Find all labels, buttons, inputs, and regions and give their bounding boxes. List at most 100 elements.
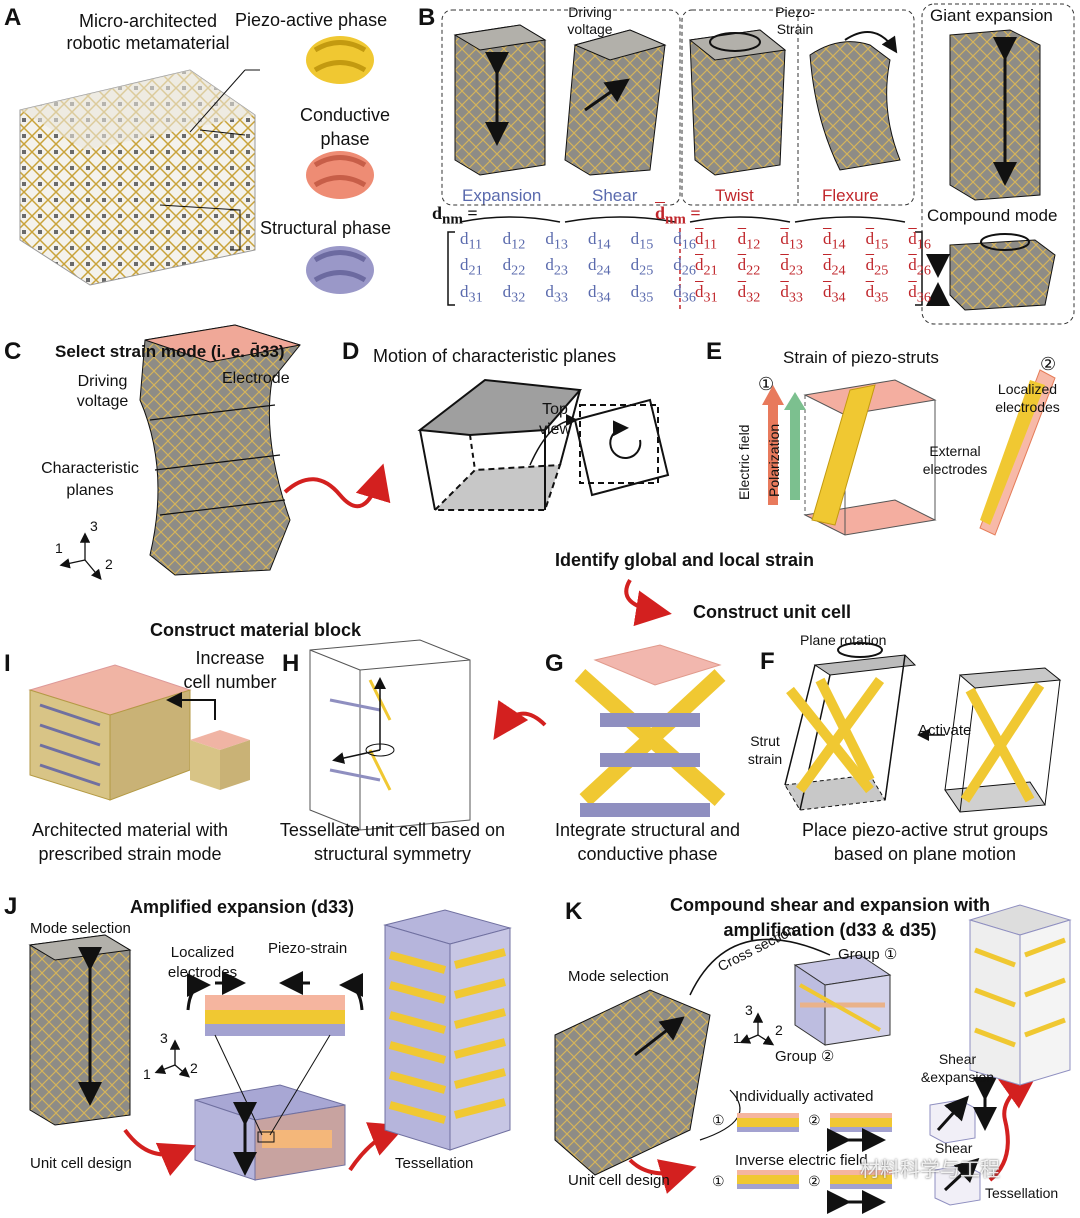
matrix-cell: d24 xyxy=(822,255,846,279)
matrix-cell: d34 xyxy=(587,281,611,306)
matrix-cell: d14 xyxy=(822,229,846,253)
panel-k-graphics xyxy=(554,904,1072,1214)
compound-mode-block xyxy=(926,233,1056,311)
circle-1-e: ① xyxy=(758,374,775,394)
panel-letter-f: F xyxy=(760,648,775,675)
driving-voltage-label: Driving voltage xyxy=(567,4,613,37)
tessellation-k: Tessellation xyxy=(985,1185,1059,1201)
localized-electrodes-label: Localized electrodes xyxy=(995,381,1060,415)
mode-expansion: Expansion xyxy=(462,186,542,205)
panel-g-caption: Integrate structural and conductive phas… xyxy=(554,820,741,864)
electrode-label: Electrode xyxy=(222,370,290,387)
giant-expansion-label: Giant expansion xyxy=(930,6,1053,25)
matrix-cell: d26 xyxy=(673,255,696,279)
matrix-cell: d14 xyxy=(587,229,611,253)
shear-block xyxy=(564,29,667,176)
panel-c-block xyxy=(139,324,301,576)
panel-e-cell xyxy=(762,369,1056,536)
panel-letter-a: A xyxy=(4,4,22,31)
structural-phase-label: Structural phase xyxy=(260,218,392,238)
panel-d-title: Motion of characteristic planes xyxy=(373,346,617,366)
matrix-cell: d35 xyxy=(865,281,889,306)
axis-j xyxy=(154,1039,190,1078)
driving-voltage-c: Driving voltage xyxy=(76,373,129,410)
matrix-cell: d26 xyxy=(908,255,931,279)
axis-j-2: 2 xyxy=(190,1060,198,1076)
axis-k xyxy=(739,1012,775,1046)
k-circle-1b: ① xyxy=(712,1173,725,1189)
matrix-cell: d11 xyxy=(695,229,718,253)
mode-twist: Twist xyxy=(715,186,754,205)
panel-h-caption: Tessellate unit cell based on structural… xyxy=(279,820,506,864)
panel-letter-h: H xyxy=(282,650,300,677)
polarization-label: Polarization xyxy=(766,423,782,497)
axis-c-1: 1 xyxy=(55,540,63,556)
k-circle-2b: ② xyxy=(808,1173,821,1189)
matrix-cell: d15 xyxy=(630,229,654,253)
identify-strain-label: Identify global and local strain xyxy=(555,550,815,570)
matrix-cell: d22 xyxy=(502,255,526,279)
panel-h-cube xyxy=(309,639,471,831)
matrix-cell: d32 xyxy=(502,281,526,306)
mode-selection-j: Mode selection xyxy=(30,920,131,937)
electric-field-label: Electric field xyxy=(736,424,752,500)
inverse-field-label: Inverse electric field xyxy=(735,1152,868,1169)
panel-c-title: Select strain mode (i. e. d̄33) xyxy=(55,342,285,361)
matrix-cell: d16 xyxy=(908,229,931,253)
panel-letter-d: D xyxy=(342,338,360,365)
construct-block-label: Construct material block xyxy=(150,620,362,640)
piezo-phase-label: Piezo-active phase xyxy=(235,10,388,30)
compound-mode-label: Compound mode xyxy=(927,206,1058,225)
k-circle-2a: ② xyxy=(808,1112,821,1128)
matrix-cell: d31 xyxy=(460,281,483,306)
individually-activated-label: Individually activated xyxy=(735,1088,874,1105)
structural-phase-swatch xyxy=(306,246,374,294)
matrix-cell: d12 xyxy=(737,229,761,253)
mode-flexure: Flexure xyxy=(822,186,879,205)
panel-f-caption: Place piezo-active strut groups based on… xyxy=(801,820,1049,864)
shear-label: Shear xyxy=(935,1140,973,1156)
matrix-cell: d35 xyxy=(630,281,654,306)
axis-j-3: 3 xyxy=(160,1030,168,1046)
panel-letter-g: G xyxy=(545,650,564,677)
panel-g-cell xyxy=(574,644,726,817)
matrix-cell: d32 xyxy=(737,281,761,306)
piezo-strain-label: Piezo- Strain xyxy=(775,4,815,37)
strut-strain-label: Strut strain xyxy=(747,733,783,767)
panel-j-title: Amplified expansion (d33) xyxy=(130,897,355,917)
twist-block xyxy=(688,29,787,176)
matrix-cell: d36 xyxy=(908,281,931,306)
unit-cell-design-j: Unit cell design xyxy=(30,1155,132,1172)
matrix-cell: d25 xyxy=(865,255,889,279)
matrix-cell: d25 xyxy=(630,255,654,279)
panel-letter-j: J xyxy=(4,893,18,920)
panel-letter-c: C xyxy=(4,338,22,365)
group-2-label: Group ② xyxy=(775,1048,835,1065)
matrix-cell: d11 xyxy=(460,229,483,253)
panel-d-shape xyxy=(417,378,670,511)
matrix-cell: d22 xyxy=(737,255,761,279)
red-arrow-c-d xyxy=(283,463,391,509)
red-arrow-identify xyxy=(624,578,672,627)
matrix-cell: d12 xyxy=(502,229,526,253)
axis-k-2: 2 xyxy=(775,1022,783,1038)
shear-expansion-label: Shear &expansion xyxy=(920,1051,995,1085)
panel-letter-i: I xyxy=(4,650,11,677)
tessellation-j: Tessellation xyxy=(395,1155,474,1172)
axis-c-3: 3 xyxy=(90,518,98,534)
k-circle-1a: ① xyxy=(712,1112,725,1128)
circle-2-e: ② xyxy=(1040,354,1057,374)
axis-j-1: 1 xyxy=(143,1066,151,1082)
localized-electrodes-j: Localized electrodes xyxy=(167,944,238,981)
unit-cell-design-k: Unit cell design xyxy=(568,1172,670,1189)
flexure-block xyxy=(809,31,901,171)
construct-unit-cell-label: Construct unit cell xyxy=(693,602,852,622)
increase-cell-label: Increase cell number xyxy=(183,648,277,692)
piezo-phase-swatch xyxy=(306,36,374,84)
matrix-cell: d15 xyxy=(865,229,889,253)
matrix-brackets xyxy=(447,216,923,310)
matrix-cell: d34 xyxy=(822,281,846,306)
